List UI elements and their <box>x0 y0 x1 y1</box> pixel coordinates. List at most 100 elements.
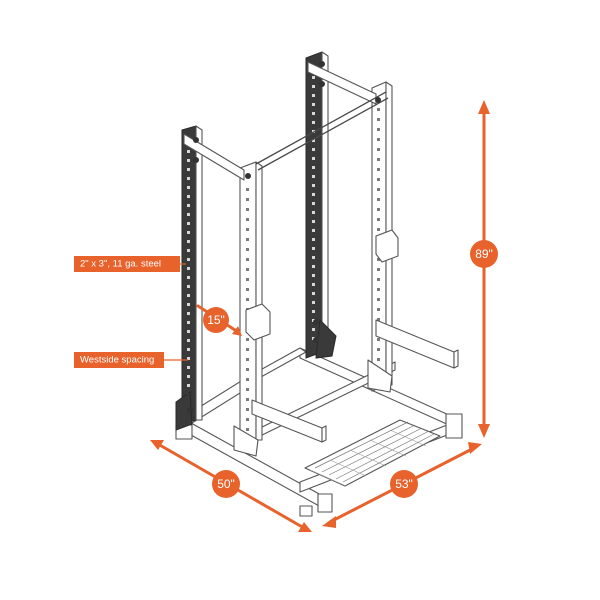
hole <box>312 220 315 223</box>
hole <box>246 378 249 381</box>
hole <box>377 118 380 121</box>
hole <box>312 193 315 196</box>
hole <box>377 338 380 341</box>
hole <box>312 76 315 79</box>
hole <box>187 222 190 225</box>
hole <box>187 177 190 180</box>
hole <box>246 358 249 361</box>
hole <box>312 283 315 286</box>
hole <box>377 108 380 111</box>
hole <box>246 238 249 241</box>
hole <box>312 328 315 331</box>
hole <box>246 338 249 341</box>
hole <box>187 366 190 369</box>
hole <box>312 157 315 160</box>
hole <box>187 312 190 315</box>
hole <box>246 198 249 201</box>
platform-grip-pattern <box>309 429 427 487</box>
hole <box>312 274 315 277</box>
hole <box>246 258 249 261</box>
hole <box>246 298 249 301</box>
callout-spacing: Westside spacing <box>74 352 188 368</box>
hole <box>377 188 380 191</box>
hole <box>377 358 380 361</box>
spotter-arm-right <box>375 319 459 369</box>
hole <box>312 202 315 205</box>
hole <box>187 357 190 360</box>
hole <box>312 139 315 142</box>
top-crossmembers <box>183 61 389 181</box>
floor-platform <box>304 419 441 487</box>
hole <box>246 268 249 271</box>
hole <box>187 339 190 342</box>
hole <box>187 384 190 387</box>
width-label: 50" <box>217 477 235 491</box>
spotter-arm-left <box>251 399 327 443</box>
upright-back-right <box>305 51 329 359</box>
hole <box>377 228 380 231</box>
hole <box>377 278 380 281</box>
dimension-spacing: 15" <box>196 304 242 336</box>
hole <box>377 198 380 201</box>
hole <box>246 208 249 211</box>
hole <box>246 288 249 291</box>
hole <box>312 292 315 295</box>
gussets <box>175 318 393 457</box>
hole <box>246 278 249 281</box>
hole <box>187 186 190 189</box>
height-label: 89" <box>475 247 493 261</box>
hole <box>377 308 380 311</box>
hole <box>187 249 190 252</box>
callout-steel: 2" x 3", 11 ga. steel <box>74 256 186 272</box>
hole <box>246 218 249 221</box>
upright-front-left <box>239 161 263 447</box>
hole <box>312 310 315 313</box>
spacing-label: 15" <box>207 313 225 327</box>
hole <box>312 94 315 97</box>
hole <box>377 158 380 161</box>
callout-steel-text: 2" x 3", 11 ga. steel <box>80 259 161 270</box>
hole <box>187 321 190 324</box>
hole <box>187 240 190 243</box>
hole <box>187 303 190 306</box>
hole <box>312 256 315 259</box>
hole <box>187 267 190 270</box>
hole <box>312 112 315 115</box>
hole <box>312 85 315 88</box>
hole <box>377 128 380 131</box>
hole <box>187 213 190 216</box>
hole <box>187 348 190 351</box>
hole <box>187 285 190 288</box>
hole <box>312 247 315 250</box>
hole <box>312 238 315 241</box>
upright-holes <box>312 76 315 340</box>
hole <box>246 398 249 401</box>
hole <box>187 159 190 162</box>
hole <box>187 294 190 297</box>
hole <box>312 184 315 187</box>
hole <box>377 348 380 351</box>
hole <box>377 148 380 151</box>
upright-holes <box>187 150 190 405</box>
hole <box>312 211 315 214</box>
hole <box>377 208 380 211</box>
hole <box>377 218 380 221</box>
hole <box>312 121 315 124</box>
hole <box>377 138 380 141</box>
bolts <box>187 61 381 413</box>
hole <box>312 166 315 169</box>
hole <box>187 330 190 333</box>
hole <box>312 229 315 232</box>
hole <box>377 298 380 301</box>
hole <box>312 301 315 304</box>
hole <box>312 103 315 106</box>
rack-frame <box>175 51 463 517</box>
dimension-height: 89" <box>470 100 498 438</box>
hole <box>377 318 380 321</box>
hole <box>246 418 249 421</box>
hole <box>246 408 249 411</box>
upright-back-left <box>181 125 203 425</box>
hole <box>246 188 249 191</box>
dimension-depth: 53" <box>322 442 482 528</box>
